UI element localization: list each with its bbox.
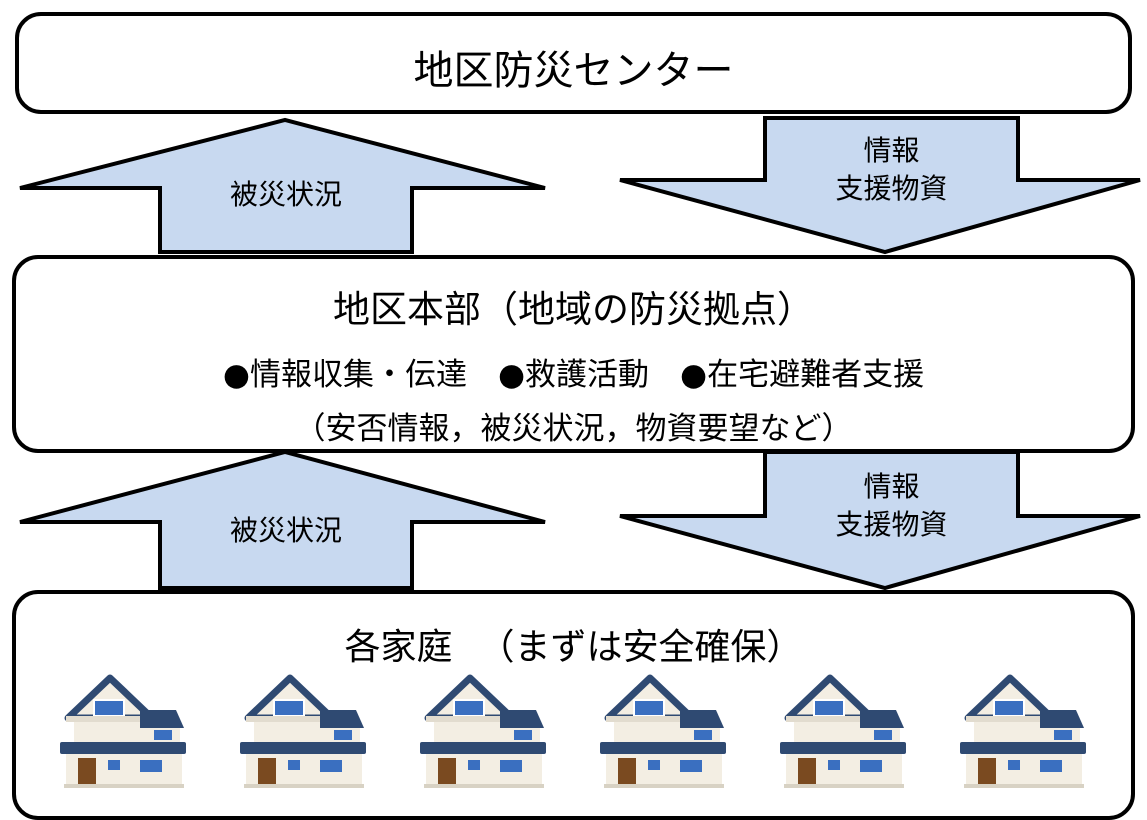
lower-down-label-line1: 情報: [863, 470, 920, 503]
district-disaster-center-title: 地区防災センター: [413, 48, 734, 94]
lower-down-arrow: [619, 450, 1141, 591]
house-icon: [238, 670, 368, 790]
lower-up-arrow-label: 被災状況: [229, 514, 342, 547]
house-icon: [958, 670, 1088, 790]
upper-down-label-line1: 情報: [863, 134, 920, 167]
upper-down-label-line2: 支援物資: [835, 172, 948, 205]
house-icon: [778, 670, 908, 790]
headquarters-info-types: （安否情報，被災状況，物資要望など）: [294, 411, 853, 447]
lower-down-label-line2: 支援物資: [835, 508, 948, 541]
district-headquarters-title: 地区本部（地域の防災拠点）: [333, 288, 814, 331]
district-disaster-center-box: 地区防災センター: [15, 12, 1132, 114]
district-headquarters-box: 地区本部（地域の防災拠点） ●情報収集・伝達 ●救護活動 ●在宅避難者支援 （安…: [12, 255, 1135, 453]
households-title-row: 各家庭 （まずは安全確保）: [16, 618, 1131, 670]
upper-down-arrow-label: 情報 支援物資: [765, 132, 1018, 208]
lower-up-arrow: [19, 449, 546, 590]
upper-down-arrow: [619, 116, 1141, 255]
headquarters-roles: ●情報収集・伝達 ●救護活動 ●在宅避難者支援: [222, 357, 925, 393]
households-box: 各家庭 （まずは安全確保）: [12, 590, 1135, 820]
house-icon: [58, 670, 188, 790]
house-icon: [418, 670, 548, 790]
upper-up-arrow: [19, 117, 546, 254]
upper-up-arrow-label: 被災状況: [229, 178, 342, 211]
households-title: 各家庭: [344, 627, 453, 668]
lower-down-arrow-label: 情報 支援物資: [765, 468, 1018, 544]
house-icon: [598, 670, 728, 790]
households-subtitle: （まずは安全確保）: [478, 627, 803, 668]
